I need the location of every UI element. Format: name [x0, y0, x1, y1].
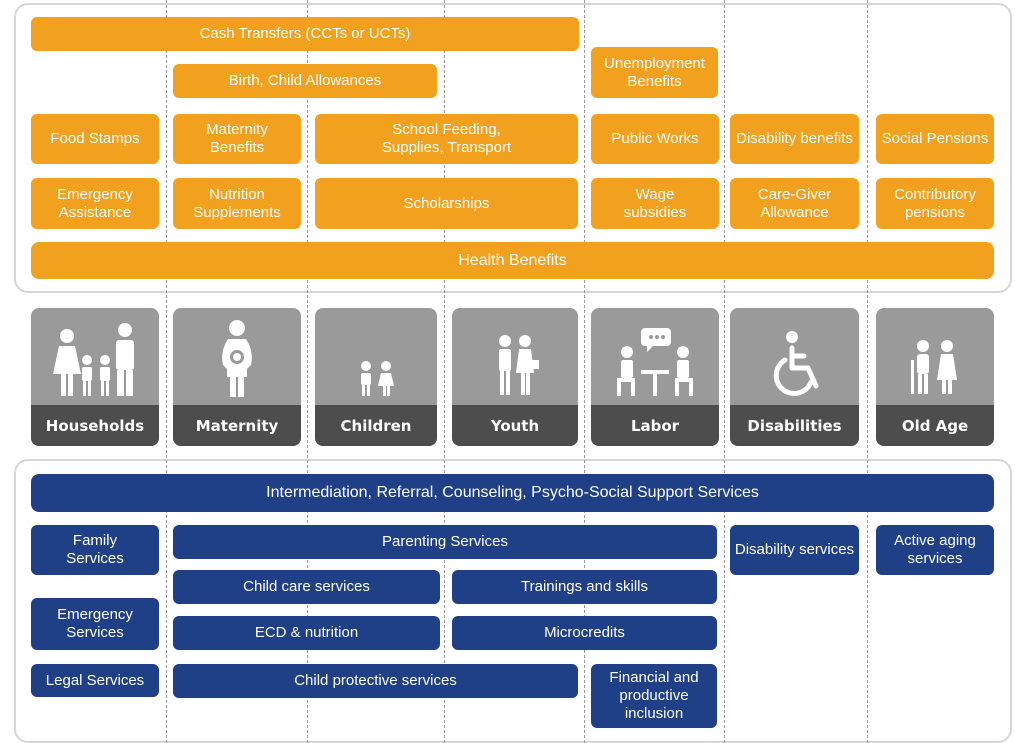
- intermediation-services-box: Intermediation, Referral, Counseling, Ps…: [31, 474, 994, 512]
- unemployment-benefits-box: Unemployment Benefits: [591, 47, 718, 98]
- legal-services-box: Legal Services: [31, 664, 159, 697]
- public-works-box: Public Works: [591, 114, 719, 164]
- group-card-old-age: Old Age: [876, 308, 994, 446]
- group-card-maternity: Maternity: [173, 308, 301, 446]
- group-card-youth: Youth: [452, 308, 578, 446]
- group-label: Labor: [591, 405, 719, 446]
- family-services-box: Family Services: [31, 525, 159, 575]
- youth-icon: [499, 335, 539, 395]
- group-label: Old Age: [876, 405, 994, 446]
- scholarships-box: Scholarships: [315, 178, 578, 229]
- children-icon: [361, 361, 394, 396]
- group-card-disabilities: Disabilities: [730, 308, 859, 446]
- emergency-assistance-box: Emergency Assistance: [31, 178, 159, 229]
- pregnant-woman-icon: [222, 320, 252, 397]
- trainings-skills-box: Trainings and skills: [452, 570, 717, 604]
- birth-child-allowances-box: Birth, Child Allowances: [173, 64, 437, 98]
- group-card-labor: Labor: [591, 308, 719, 446]
- column-divider: [166, 0, 167, 743]
- food-stamps-box: Food Stamps: [31, 114, 159, 164]
- financial-inclusion-box: Financial and productive inclusion: [591, 664, 717, 728]
- group-card-children: Children: [315, 308, 437, 446]
- column-divider: [444, 0, 445, 743]
- maternity-benefits-box: Maternity Benefits: [173, 114, 301, 164]
- cash-transfers-box: Cash Transfers (CCTs or UCTs): [31, 17, 579, 51]
- group-label: Youth: [452, 405, 578, 446]
- school-feeding-box: School Feeding, Supplies, Transport: [315, 114, 578, 164]
- group-label: Children: [315, 405, 437, 446]
- microcredits-box: Microcredits: [452, 616, 717, 650]
- column-divider: [584, 0, 585, 743]
- contributory-pensions-box: Contributory pensions: [876, 178, 994, 229]
- wheelchair-icon: [773, 331, 818, 396]
- ecd-nutrition-box: ECD & nutrition: [173, 616, 440, 650]
- child-protective-services-box: Child protective services: [173, 664, 578, 698]
- family-icon: [53, 323, 134, 396]
- group-label: Disabilities: [730, 405, 859, 446]
- active-aging-services-box: Active aging services: [876, 525, 994, 575]
- elderly-couple-icon: [911, 340, 957, 394]
- social-pensions-box: Social Pensions: [876, 114, 994, 164]
- group-label: Maternity: [173, 405, 301, 446]
- child-care-services-box: Child care services: [173, 570, 440, 604]
- column-divider: [307, 0, 308, 743]
- disability-benefits-box: Disability benefits: [730, 114, 859, 164]
- wage-subsidies-box: Wage subsidies: [591, 178, 719, 229]
- parenting-services-box: Parenting Services: [173, 525, 717, 559]
- care-giver-allowance-box: Care-Giver Allowance: [730, 178, 859, 229]
- column-divider: [867, 0, 868, 743]
- column-divider: [724, 0, 725, 743]
- group-card-households: Households: [31, 308, 159, 446]
- meeting-icon: [617, 328, 693, 396]
- nutrition-supplements-box: Nutrition Supplements: [173, 178, 301, 229]
- emergency-services-box: Emergency Services: [31, 598, 159, 650]
- health-benefits-box: Health Benefits: [31, 242, 994, 279]
- disability-services-box: Disability services: [730, 525, 859, 575]
- group-label: Households: [31, 405, 159, 446]
